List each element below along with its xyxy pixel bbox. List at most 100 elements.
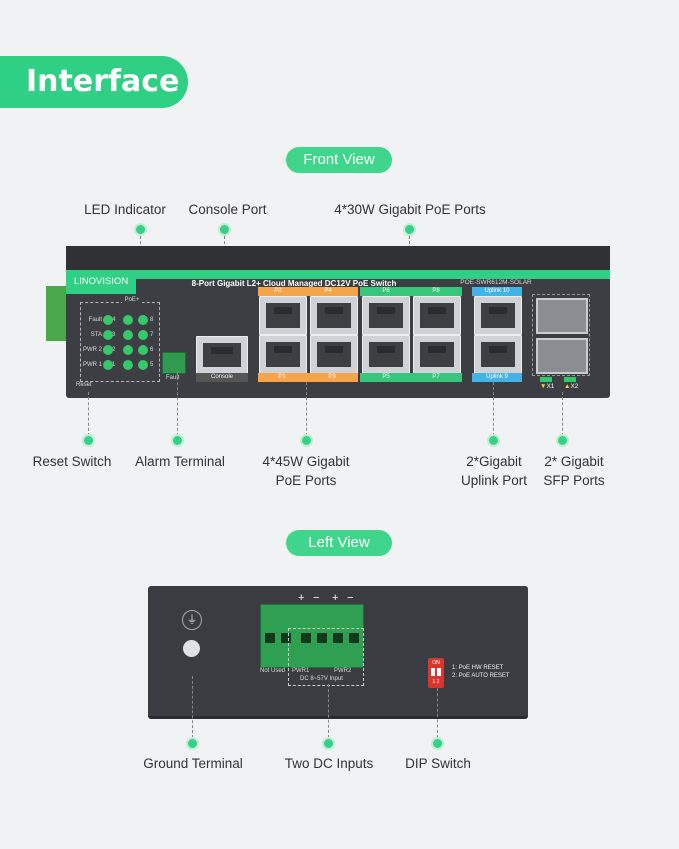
led-num: 4 bbox=[112, 317, 116, 323]
poe45-callout-line bbox=[306, 382, 307, 436]
orange-strip-top bbox=[258, 287, 358, 296]
brand-logo: LINOVISION bbox=[66, 270, 136, 294]
uplink-callout-dot bbox=[487, 434, 500, 447]
sfp-x1-label: ▼X1 bbox=[540, 383, 554, 390]
led-num: 7 bbox=[150, 332, 154, 338]
dip-lever-2[interactable] bbox=[437, 668, 441, 676]
sfp-callout-line2: SFP Ports bbox=[543, 473, 605, 488]
led-indicator-callout: LED Indicator bbox=[84, 202, 166, 217]
poe45-callout-dot bbox=[300, 434, 313, 447]
led-light bbox=[103, 360, 113, 370]
led-light bbox=[103, 315, 113, 325]
polarity-mark: − bbox=[347, 592, 354, 604]
ground-callout-line bbox=[192, 676, 193, 738]
led-label-sta: STA bbox=[90, 332, 102, 338]
console-port-callout: Console Port bbox=[188, 202, 267, 217]
led-label-pwr1: PWR 1 bbox=[82, 362, 102, 368]
device-green-stripe bbox=[66, 270, 610, 279]
reset-switch-callout: Reset Switch bbox=[32, 454, 112, 469]
reset-label: Reset bbox=[76, 382, 92, 388]
dip-switch[interactable]: ON 1 2 bbox=[428, 658, 444, 688]
left-device: ⏚ + − + − Not Used PWR1 PWR2 DC 8~57V In… bbox=[148, 586, 528, 719]
poe-port-p1[interactable] bbox=[259, 335, 307, 374]
dip-option-1: 1: PoE HW RESET bbox=[452, 665, 504, 671]
poe-port-p7[interactable] bbox=[413, 335, 461, 374]
terminal-slot bbox=[301, 633, 311, 643]
led-light bbox=[138, 360, 148, 370]
led-light bbox=[138, 345, 148, 355]
port-label-p2: P2 bbox=[274, 288, 282, 294]
dip-callout-line bbox=[437, 688, 438, 738]
led-light bbox=[138, 330, 148, 340]
sfp-x2-text: X2 bbox=[570, 383, 579, 390]
led-num: 5 bbox=[150, 362, 154, 368]
port-label-p4: P4 bbox=[324, 288, 332, 294]
uplink-callout-line bbox=[493, 382, 494, 436]
led-label-fault: Fault bbox=[88, 317, 102, 323]
terminal-slot bbox=[333, 633, 343, 643]
ground-callout-dot bbox=[186, 737, 199, 750]
pwr1-label: PWR1 bbox=[292, 668, 310, 674]
ground-terminal-callout: Ground Terminal bbox=[143, 756, 243, 771]
device-top-rail bbox=[66, 246, 610, 270]
terminal-slot bbox=[317, 633, 327, 643]
led-label-pwr2: PWR 2 bbox=[82, 347, 102, 353]
polarity-mark: + bbox=[332, 592, 339, 604]
led-callout-dot bbox=[134, 223, 147, 236]
sfp-port-x2[interactable] bbox=[536, 298, 588, 334]
sfp-callout-dot bbox=[556, 434, 569, 447]
dip-option-2: 2: PoE AUTO RESET bbox=[452, 673, 510, 679]
poe45-callout-line1: 4*45W Gigabit bbox=[262, 454, 350, 469]
dip-on-label: ON bbox=[432, 660, 440, 666]
console-callout-dot bbox=[218, 223, 231, 236]
sfp-port-x1[interactable] bbox=[536, 338, 588, 374]
sfp-x2-label: ▲X2 bbox=[564, 383, 578, 390]
uplink-port-9[interactable] bbox=[474, 335, 522, 374]
poe-port-p4[interactable] bbox=[310, 296, 358, 335]
port-label-p8: P8 bbox=[432, 288, 440, 294]
led-num: 1 bbox=[112, 362, 116, 368]
green-strip-bottom bbox=[360, 373, 462, 382]
led-light bbox=[103, 345, 113, 355]
poe45-callout-line2: PoE Ports bbox=[275, 473, 337, 488]
led-light bbox=[123, 360, 133, 370]
dip-lever-1[interactable] bbox=[431, 668, 435, 676]
orange-strip-bottom bbox=[258, 373, 358, 382]
alarm-terminal-block bbox=[162, 352, 186, 374]
left-view-label: Left View bbox=[286, 530, 392, 556]
sfp-led-x1 bbox=[540, 377, 552, 382]
dip-switch-callout: DIP Switch bbox=[405, 756, 471, 771]
dip-number-label: 1 2 bbox=[432, 679, 440, 685]
sfp-x1-arrow: ▼ bbox=[540, 383, 547, 390]
alarm-callout-line bbox=[177, 372, 178, 436]
poe-plus-label: PoE+ bbox=[122, 297, 142, 303]
terminal-slot bbox=[281, 633, 291, 643]
page-title: Interface bbox=[0, 56, 188, 108]
led-light bbox=[138, 315, 148, 325]
port-label-uplink10: Uplink 10 bbox=[472, 287, 522, 296]
dip-callout-dot bbox=[431, 737, 444, 750]
port-label-p3: P3 bbox=[328, 374, 336, 380]
poe-port-p6[interactable] bbox=[362, 296, 410, 335]
poe-port-p2[interactable] bbox=[259, 296, 307, 335]
ground-screw[interactable] bbox=[183, 640, 200, 657]
uplink-port-10[interactable] bbox=[474, 296, 522, 335]
dc-terminal-block[interactable] bbox=[260, 604, 364, 668]
alarm-callout-dot bbox=[171, 434, 184, 447]
terminal-slot bbox=[349, 633, 359, 643]
led-light bbox=[103, 330, 113, 340]
poe-port-p5[interactable] bbox=[362, 335, 410, 374]
poe30-ports-callout: 4*30W Gigabit PoE Ports bbox=[334, 202, 486, 217]
console-port[interactable] bbox=[196, 336, 248, 374]
poe-port-p3[interactable] bbox=[310, 335, 358, 374]
dc-input-label: DC 8~57V Input bbox=[300, 676, 343, 682]
polarity-mark: − bbox=[313, 592, 320, 604]
sfp-x2-arrow: ▲ bbox=[564, 383, 571, 390]
polarity-mark: + bbox=[298, 592, 305, 604]
poe30-callout-dot bbox=[403, 223, 416, 236]
port-label-p5: P5 bbox=[382, 374, 390, 380]
ground-symbol-icon: ⏚ bbox=[182, 610, 202, 630]
uplink-callout-line1: 2*Gigabit bbox=[466, 454, 522, 469]
poe-port-p8[interactable] bbox=[413, 296, 461, 335]
reset-callout-dot bbox=[82, 434, 95, 447]
